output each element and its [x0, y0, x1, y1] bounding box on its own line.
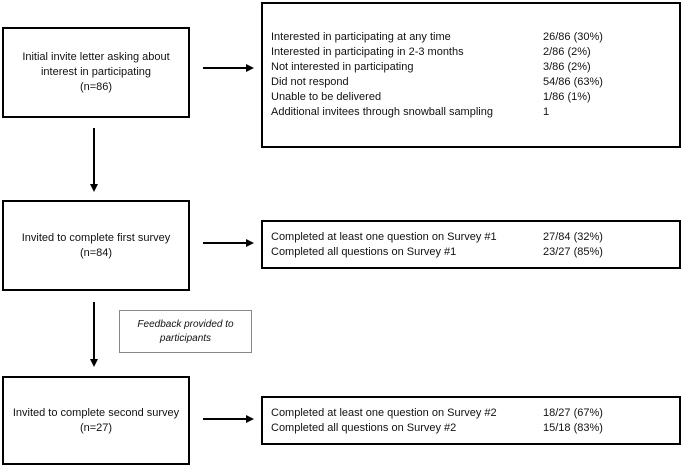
stage1-text: Initial invite letter asking about inter… [22, 51, 170, 78]
stage3-outcomes-box: Completed at least one question on Surve… [261, 396, 681, 445]
stage2-n: (n=84) [79, 246, 113, 259]
stage2-outcome-row: Completed at least one question on Surve… [271, 230, 603, 243]
stage2-outcomes-box: Completed at least one question on Surve… [261, 220, 681, 269]
feedback-text: Feedback provided to participants [137, 318, 234, 344]
feedback-note: Feedback provided to participants [119, 310, 252, 353]
stage2-box: Invited to complete first survey (n=84) [2, 200, 190, 291]
stage2-text: Invited to complete first survey [21, 231, 171, 244]
stage1-outcome-row: Interested in participating in 2-3 month… [271, 46, 591, 58]
stage3-text: Invited to complete second survey [12, 406, 180, 419]
stage3-box: Invited to complete second survey (n=27) [2, 376, 190, 465]
stage1-box: Initial invite letter asking about inter… [2, 27, 190, 118]
stage1-n: (n=86) [79, 81, 113, 93]
stage3-outcome-row: Completed at least one question on Surve… [271, 406, 603, 419]
stage1-outcome-row: Additional invitees through snowball sam… [271, 106, 550, 118]
stage3-n: (n=27) [79, 421, 113, 434]
